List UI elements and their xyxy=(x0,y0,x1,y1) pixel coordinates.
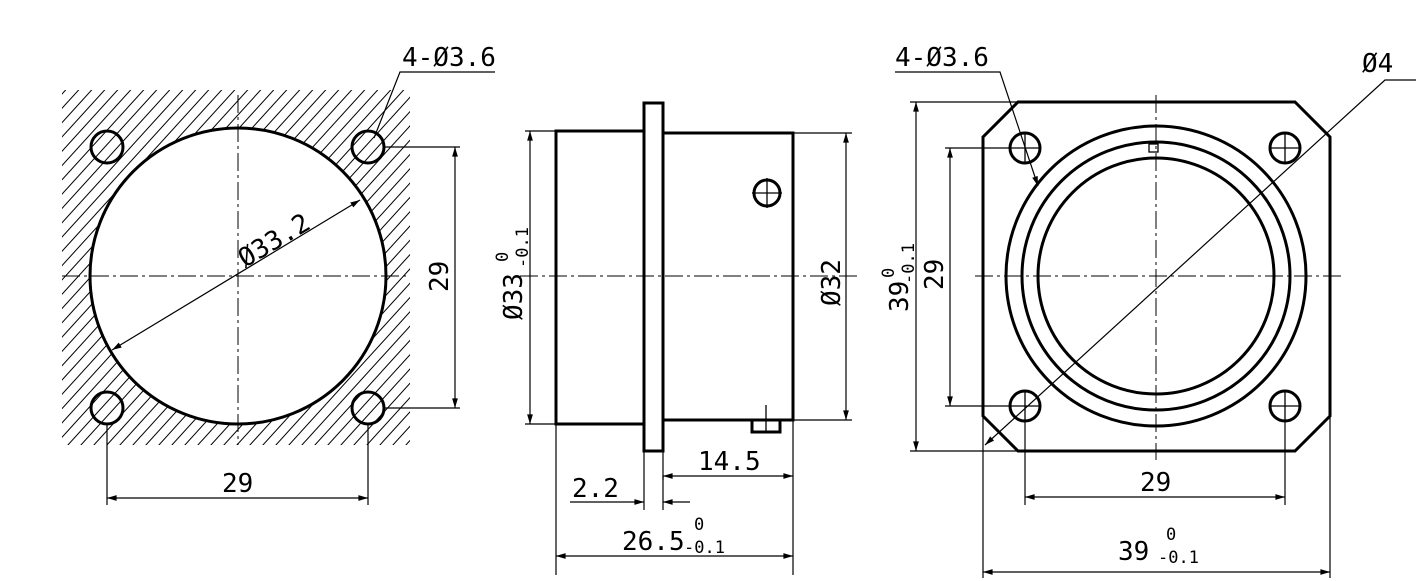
hatch-line xyxy=(62,90,246,445)
front-flange-width-label: 39 0 -0.1 xyxy=(1118,525,1199,568)
hatch-line xyxy=(62,90,402,445)
front-hole-spacing-h-label: 29 xyxy=(1140,468,1171,498)
front-flange-height-label: 39 0 -0.1 xyxy=(879,243,919,312)
svg-text:-0.1: -0.1 xyxy=(513,227,533,268)
mount-hole-bl xyxy=(89,390,125,426)
hatch-line xyxy=(130,90,410,445)
hatch-line xyxy=(62,90,220,445)
hatch-line xyxy=(62,90,410,445)
hatch-line xyxy=(62,90,376,445)
hatch-line xyxy=(78,90,410,445)
hatch-line xyxy=(247,90,410,445)
hatch-line xyxy=(62,90,116,445)
svg-text:0: 0 xyxy=(493,252,513,262)
left-view: Ø33.2 4-Ø3.6 29 29 xyxy=(62,43,496,505)
hatch-line xyxy=(260,90,410,445)
hatch-line xyxy=(65,90,410,445)
hatch-line xyxy=(299,90,410,445)
horizontal-dim-label: 29 xyxy=(222,469,253,499)
front-hole-callout-leader xyxy=(895,71,1039,187)
hatch-line xyxy=(62,90,285,445)
hatch-line xyxy=(62,90,207,445)
hatch-line xyxy=(62,90,168,445)
flange-outline xyxy=(981,100,1332,453)
hatch-line xyxy=(62,90,324,445)
svg-text:0: 0 xyxy=(694,515,704,535)
svg-text:0: 0 xyxy=(879,268,899,278)
svg-text:-0.1: -0.1 xyxy=(899,243,919,284)
outer-ring xyxy=(1004,124,1308,428)
vertical-dim-label: 29 xyxy=(425,261,455,292)
middle-ring xyxy=(1020,140,1292,412)
svg-text:Ø33: Ø33 xyxy=(499,273,529,320)
hatch-line xyxy=(62,90,181,445)
front-hole-callout-label: 4-Ø3.6 xyxy=(895,43,989,73)
front-view: 4-Ø3.6 Ø4 29 39 0 -0.1 29 39 0 -0.1 xyxy=(879,43,1416,578)
side-view: Ø33 0 -0.1 Ø32 14.5 2.2 26.5 0 -0.1 xyxy=(493,101,860,575)
diameter-label: Ø33.2 xyxy=(233,208,316,274)
hatch-line xyxy=(62,90,389,445)
hatch-line xyxy=(62,90,272,445)
rear-diameter-label: Ø32 xyxy=(817,259,847,306)
hatch-area xyxy=(62,90,410,445)
front-diameter-leader xyxy=(984,79,1416,446)
hatch-line xyxy=(62,90,259,445)
hatch-line xyxy=(338,90,410,445)
svg-text:-0.1: -0.1 xyxy=(1158,548,1199,568)
svg-text:-0.1: -0.1 xyxy=(684,538,725,558)
hatch-line xyxy=(62,90,194,445)
svg-text:0: 0 xyxy=(1166,525,1176,545)
front-diameter-label: Ø4 xyxy=(1362,49,1393,79)
hatch-line xyxy=(62,90,350,445)
hatch-line xyxy=(273,90,410,445)
hatch-line xyxy=(62,90,155,445)
key-notch xyxy=(1148,143,1159,153)
mount-hole-br xyxy=(350,390,386,426)
flange xyxy=(642,101,665,453)
hatch-line xyxy=(221,90,410,445)
body-diameter-label: Ø33 0 -0.1 xyxy=(493,227,533,320)
hatch-line xyxy=(62,90,337,445)
svg-text:39: 39 xyxy=(1118,537,1149,567)
inner-ring xyxy=(1036,156,1276,396)
hatch-line xyxy=(325,90,410,445)
front-hole-spacing-v-label: 29 xyxy=(920,259,950,290)
svg-text:39: 39 xyxy=(885,281,915,312)
hatch-line xyxy=(117,90,410,445)
hatch-line xyxy=(234,90,410,445)
front-body xyxy=(554,129,646,426)
diameter-dim-line xyxy=(111,199,361,351)
svg-text:26.5: 26.5 xyxy=(622,527,685,557)
flange-thickness-label: 2.2 xyxy=(572,474,619,504)
hole-callout-leader xyxy=(373,71,495,139)
hatch-line xyxy=(143,90,410,445)
mount-hole-tl xyxy=(89,129,125,165)
overall-length-label: 26.5 0 -0.1 xyxy=(622,515,725,558)
rear-length-label: 14.5 xyxy=(698,447,761,477)
hole-callout-label: 4-Ø3.6 xyxy=(402,43,496,73)
hatch-line xyxy=(62,90,233,445)
hatch-line xyxy=(62,90,142,445)
